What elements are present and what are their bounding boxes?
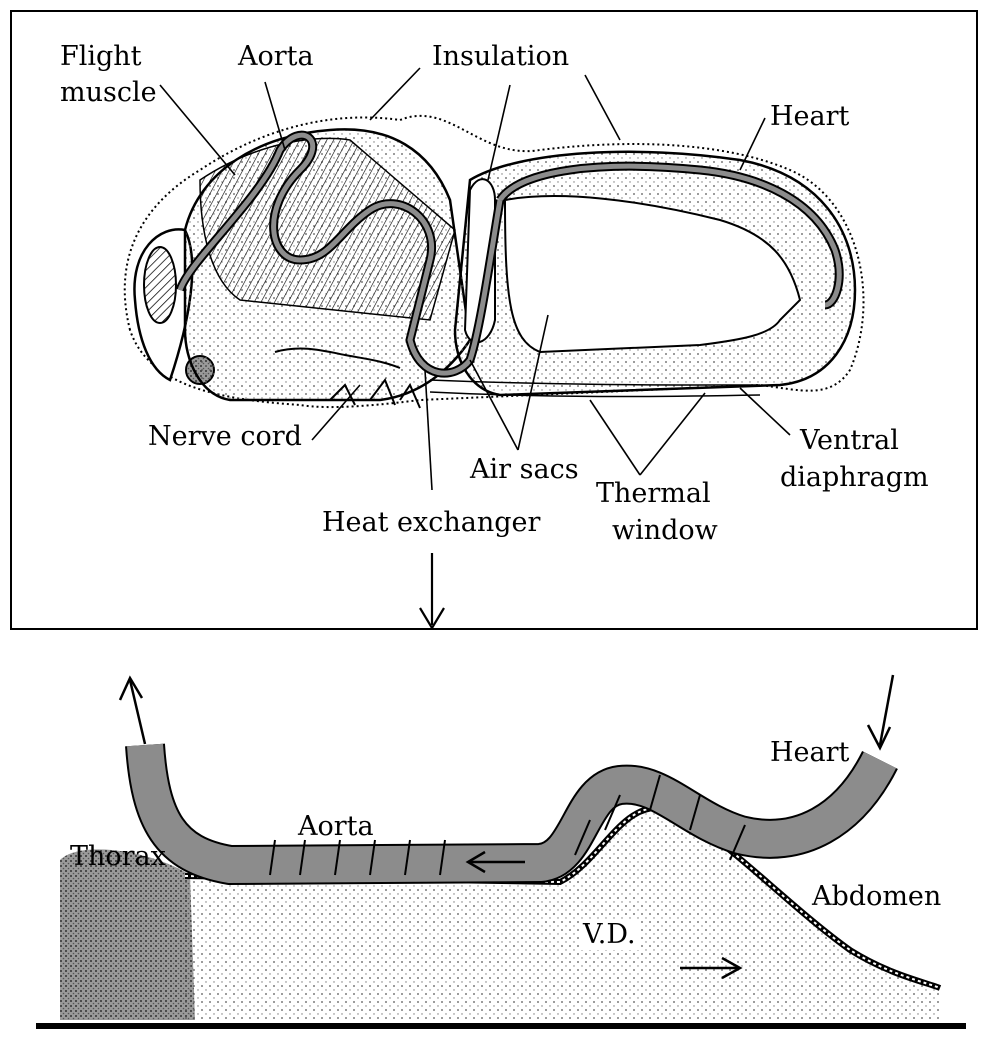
label-vd: V.D. (580, 920, 639, 950)
thorax-stipple-block (60, 849, 195, 1020)
panel-divider (10, 628, 978, 630)
label-heat-exchanger: Heat exchanger (322, 508, 540, 538)
label-ventral-diaphragm-line1: Ventral (800, 425, 899, 457)
label-ventral-diaphragm-line2: diaphragm (780, 462, 929, 494)
label-air-sacs: Air sacs (470, 455, 579, 485)
label-nerve-cord: Nerve cord (148, 422, 302, 452)
label-flight-muscle-line2: muscle (60, 78, 157, 108)
inflow-arrow-head (868, 725, 890, 748)
compound-eye (144, 247, 176, 323)
baseline-bar (36, 1023, 966, 1029)
label-insulation: Insulation (432, 42, 569, 72)
label-aorta-bottom: Aorta (298, 812, 374, 842)
label-flight-muscle-line1: Flight (60, 42, 142, 72)
label-aorta-top: Aorta (238, 42, 314, 72)
label-thermal-window-line1: Thermal (596, 478, 711, 510)
label-thorax: Thorax (70, 842, 166, 872)
label-thermal-window-line2: window (612, 515, 718, 547)
label-heart-bottom: Heart (770, 738, 849, 768)
label-abdomen: Abdomen (812, 882, 941, 912)
label-heart-top: Heart (770, 102, 849, 132)
